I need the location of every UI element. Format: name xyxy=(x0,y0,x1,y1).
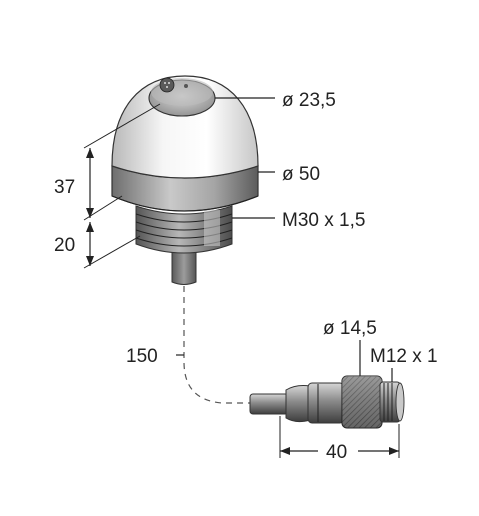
dome xyxy=(111,75,259,179)
housing-diameter-label: ø 50 xyxy=(282,164,320,185)
connector-thread-label: M12 x 1 xyxy=(370,346,438,367)
cable-stub xyxy=(171,247,197,285)
cable-length-label: 150 xyxy=(126,346,158,367)
cap-diameter-label: ø 23,5 xyxy=(282,90,336,111)
thread-height-label: 20 xyxy=(54,235,75,256)
dome-height-label: 37 xyxy=(54,177,75,198)
thread-section xyxy=(135,205,233,254)
cable-run: 150 xyxy=(126,286,258,404)
sensor-dimensions: ø 23,5 ø 50 M30 x 1,5 37 20 xyxy=(54,90,365,269)
led-window-icon xyxy=(159,77,175,93)
connector-cable xyxy=(249,393,289,415)
connector-diameter-label: ø 14,5 xyxy=(323,318,377,339)
connector xyxy=(249,375,405,429)
sensor-body xyxy=(111,75,259,285)
top-cap xyxy=(148,77,216,117)
connector-length-label: 40 xyxy=(326,442,347,463)
thread-label: M30 x 1,5 xyxy=(282,210,365,231)
connector-dimensions: ø 14,5 M12 x 1 40 xyxy=(279,318,438,463)
